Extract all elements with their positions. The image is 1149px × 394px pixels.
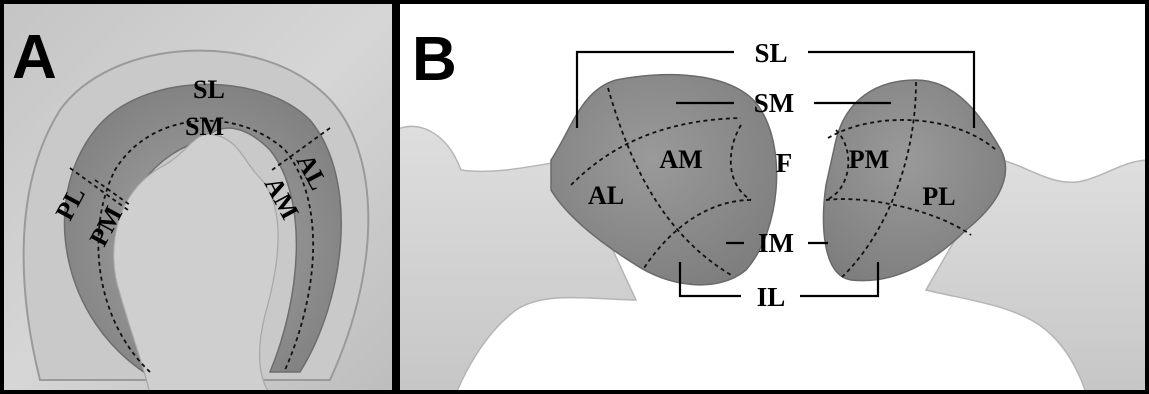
label-sm: SM [754,88,795,118]
panel-b-figure: B SL SM F IM IL AM AL PM PL [396,0,1149,394]
left-inferior-dashed [643,199,752,269]
panel-b-femoral-heads: B SL SM F IM IL AM AL PM PL [396,0,1149,394]
right-radial-dashed [840,81,917,279]
right-femur-neck [924,159,1149,394]
panel-a-figure: A SL SM PL PM AM AL [0,0,396,394]
left-fovea-dashed [729,124,752,201]
label-sl: SL [193,75,225,104]
label-sl: SL [754,38,787,68]
panel-a-frame [0,0,396,394]
bracket-sl-right [808,50,976,128]
bracket-il-right [800,262,880,298]
label-sm: SM [185,112,224,141]
mid-arc-dashed [97,119,315,373]
panel-b-frame [396,0,1149,394]
panel-letter-b: B [412,25,457,94]
right-superior-dashed [827,119,997,151]
label-pm: PM [849,145,889,174]
left-femoral-head [550,73,778,286]
label-im: IM [758,228,794,258]
label-f: F [776,148,793,178]
left-superior-dashed [570,117,742,186]
label-il: IL [757,282,786,312]
label-al: AL [588,181,624,210]
panel-a-acetabulum: A SL SM PL PM AM AL [0,0,396,394]
central-head [113,133,279,394]
label-pl: PL [922,182,955,211]
right-fovea-dashed [825,129,850,201]
bracket-il-left [678,262,741,298]
bracket-sl-left [575,50,734,128]
left-radial-dashed [607,87,732,276]
panel-letter-a: A [12,23,57,92]
label-am: AM [659,145,702,174]
right-inferior-dashed [825,198,972,236]
